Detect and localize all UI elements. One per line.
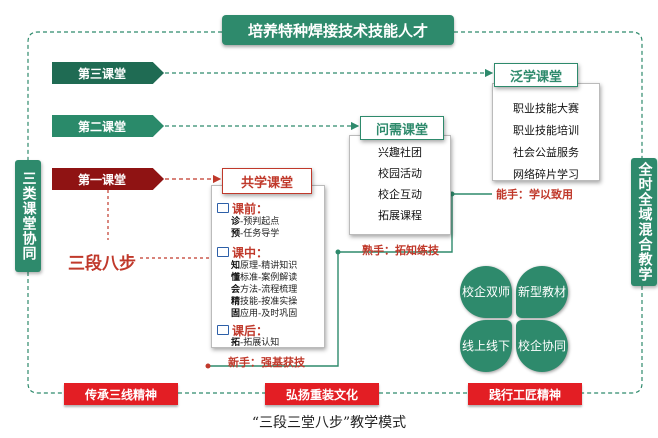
step-item: 预-任务导学 bbox=[231, 228, 279, 240]
step-desc: 方法-流程梳理 bbox=[240, 285, 298, 295]
left-side-label: 三类课堂协同 bbox=[15, 160, 41, 272]
before-class-label: 课前： bbox=[232, 202, 269, 216]
quad-enterprise-collaboration: 校企协同 bbox=[516, 320, 568, 372]
gongxue-caption: 新手：强基获技 bbox=[228, 356, 305, 369]
step-desc: 技能-按准实操 bbox=[240, 297, 298, 307]
step-key: 固 bbox=[231, 309, 241, 319]
wenxu-classroom-title: 问需课堂 bbox=[360, 116, 444, 140]
wenxu-item: 兴趣社团 bbox=[378, 146, 422, 159]
fanxue-caption: 能手：学以致用 bbox=[496, 188, 573, 201]
wenxu-item: 校园活动 bbox=[378, 167, 422, 180]
step-key: 拓 bbox=[231, 338, 241, 348]
wenxu-caption: 熟手：拓知练技 bbox=[362, 244, 439, 257]
step-desc: -预判起点 bbox=[240, 217, 280, 227]
bottom-bar-spirit-2: 弘扬重装文化 bbox=[265, 383, 379, 405]
first-classroom-arrow: 第一课堂 bbox=[52, 168, 164, 190]
wenxu-classroom-box: 兴趣社团 校园活动 校企互动 拓展课程 bbox=[349, 135, 451, 235]
step-desc: 原理-精讲知识 bbox=[240, 261, 298, 271]
step-item: 知原理-精讲知识 bbox=[231, 260, 297, 272]
checklist-icon bbox=[217, 325, 229, 335]
fanxue-classroom-box: 职业技能大赛 职业技能培训 社会公益服务 网络碎片学习 bbox=[492, 83, 600, 181]
monitor-icon bbox=[217, 203, 229, 213]
gongxue-classroom-box: 课前： 诊-预判起点 预-任务导学 课中： 知原理-精讲知识 懂标准-案例解读 … bbox=[211, 185, 325, 348]
wenxu-item: 拓展课程 bbox=[378, 209, 422, 222]
quad-online-offline: 线上线下 bbox=[460, 320, 512, 372]
after-class-label: 课后： bbox=[232, 324, 269, 338]
step-item: 会方法-流程梳理 bbox=[231, 284, 297, 296]
second-classroom-arrow: 第二课堂 bbox=[52, 115, 164, 137]
fanxue-item: 职业技能培训 bbox=[513, 124, 579, 137]
top-banner: 培养特种焊接技术技能人才 bbox=[222, 15, 454, 45]
bottom-bar-spirit-3: 践行工匠精神 bbox=[468, 383, 582, 405]
step-desc: -拓展认知 bbox=[240, 338, 280, 348]
three-stage-eight-step-label: 三段八步 bbox=[68, 254, 136, 274]
step-key: 预 bbox=[231, 229, 241, 239]
classroom-icon bbox=[217, 247, 229, 257]
step-key: 懂 bbox=[231, 273, 241, 283]
gongxue-classroom-title: 共学课堂 bbox=[222, 168, 312, 194]
figure-caption: “三段三堂八步”教学模式 bbox=[251, 415, 407, 431]
step-key: 知 bbox=[231, 261, 241, 271]
step-key: 精 bbox=[231, 297, 241, 307]
bottom-bar-spirit-1: 传承三线精神 bbox=[64, 383, 178, 405]
step-key: 诊 bbox=[231, 217, 241, 227]
step-item: 懂标准-案例解读 bbox=[231, 272, 297, 284]
fanxue-item: 网络碎片学习 bbox=[513, 168, 579, 181]
step-desc: -任务导学 bbox=[240, 229, 280, 239]
fanxue-classroom-title: 泛学课堂 bbox=[494, 63, 578, 87]
fanxue-item: 职业技能大赛 bbox=[513, 102, 579, 115]
quad-enterprise-teachers: 校企双师 bbox=[460, 266, 512, 318]
step-item: 精技能-按准实操 bbox=[231, 296, 297, 308]
step-key: 会 bbox=[231, 285, 241, 295]
wenxu-item: 校企互动 bbox=[378, 188, 422, 201]
step-item: 固应用-及时巩固 bbox=[231, 308, 297, 320]
step-item: 诊-预判起点 bbox=[231, 216, 279, 228]
step-desc: 应用-及时巩固 bbox=[240, 309, 298, 319]
step-item: 拓-拓展认知 bbox=[231, 337, 279, 349]
during-class-label: 课中： bbox=[232, 246, 269, 260]
third-classroom-arrow: 第三课堂 bbox=[52, 62, 164, 84]
right-side-label: 全时全域混合教学 bbox=[631, 158, 657, 286]
quad-new-textbook: 新型教材 bbox=[516, 266, 568, 318]
fanxue-item: 社会公益服务 bbox=[513, 146, 579, 159]
step-desc: 标准-案例解读 bbox=[240, 273, 298, 283]
